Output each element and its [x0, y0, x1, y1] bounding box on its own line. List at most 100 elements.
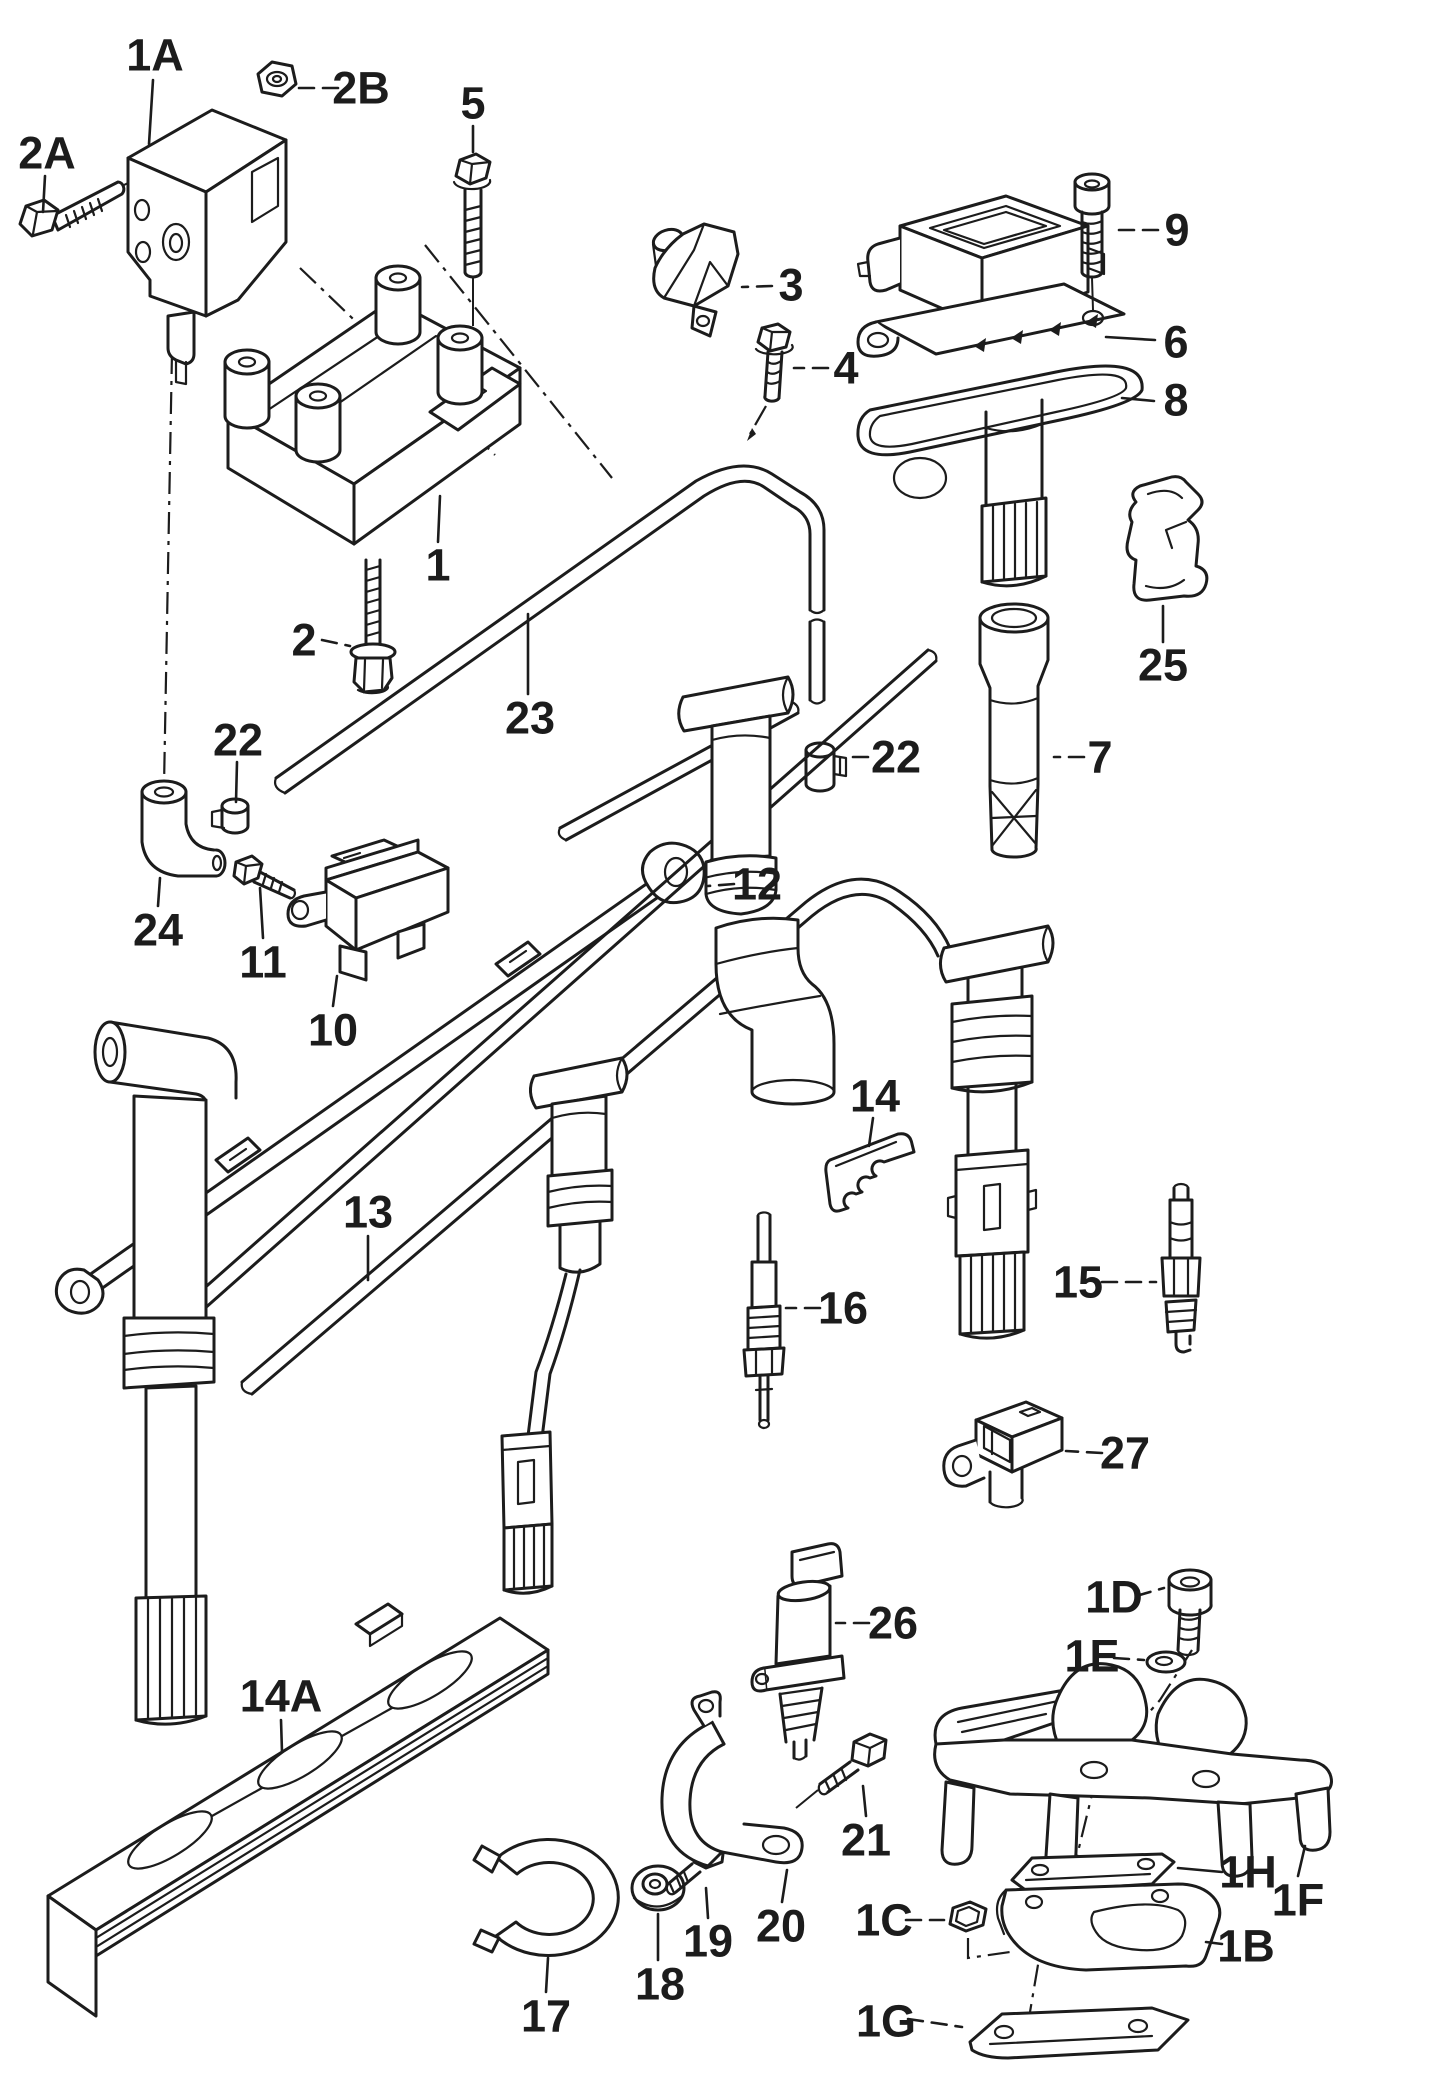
part-plate-1g — [968, 2006, 1190, 2060]
callout-label-10: 10 — [308, 1005, 358, 1056]
callout-label-1H: 1H — [1219, 1847, 1277, 1898]
part-bracket-3 — [651, 222, 740, 338]
part-cable-kit-13 — [93, 648, 1055, 1726]
callout-label-7: 7 — [1087, 732, 1112, 783]
callout-leader-1G — [906, 2017, 964, 2029]
part-elbow-24 — [140, 779, 227, 878]
callout-label-1A: 1A — [126, 30, 184, 81]
part-clip-22-right — [804, 741, 848, 793]
part-bolt-21 — [795, 1732, 888, 1809]
callout-leader-27 — [1064, 1449, 1104, 1455]
part-screw-11 — [232, 854, 296, 900]
part-cap-17 — [472, 1837, 620, 1957]
callout-leader-24 — [156, 876, 162, 908]
callout-leader-6 — [1104, 335, 1157, 342]
callout-label-3: 3 — [778, 260, 803, 311]
callout-leader-2 — [320, 638, 352, 648]
callout-leader-2A — [41, 174, 47, 214]
callout-label-5: 5 — [460, 78, 485, 129]
callout-leader-21 — [861, 1784, 868, 1818]
callout-label-6: 6 — [1163, 317, 1188, 368]
callout-label-21: 21 — [841, 1815, 891, 1866]
callout-label-25: 25 — [1138, 640, 1188, 691]
callout-label-2B: 2B — [332, 63, 390, 114]
callout-label-1D: 1D — [1085, 1572, 1143, 1623]
callout-leader-3 — [740, 284, 774, 289]
callout-label-11: 11 — [239, 937, 287, 988]
callout-label-9: 9 — [1164, 205, 1189, 256]
callout-leader-19 — [704, 1886, 710, 1920]
callout-label-24: 24 — [133, 905, 183, 956]
callout-leader-1B — [1204, 1940, 1224, 1946]
callout-leader-14A — [279, 1718, 284, 1754]
part-bolt-1d — [1167, 1568, 1213, 1657]
callout-leader-1E — [1112, 1656, 1146, 1662]
callout-label-19: 19 — [683, 1916, 733, 1967]
callout-leader-1H — [1176, 1866, 1224, 1874]
callout-leader-1D — [1134, 1586, 1166, 1598]
callout-label-1E: 1E — [1064, 1631, 1119, 1682]
callout-label-23: 23 — [505, 693, 555, 744]
part-clip-25 — [1125, 475, 1209, 602]
callout-leader-12 — [706, 882, 736, 888]
callout-label-1: 1 — [425, 540, 450, 591]
callout-label-15: 15 — [1053, 1257, 1103, 1308]
part-washer-18 — [630, 1864, 686, 1912]
part-element-16 — [742, 1211, 786, 1430]
part-connector-7 — [978, 602, 1050, 859]
part-module-10 — [286, 838, 450, 982]
part-hose-23 — [273, 464, 826, 795]
cable-boot-d — [93, 1020, 238, 1726]
callout-label-26: 26 — [868, 1598, 918, 1649]
part-coil-1a — [126, 108, 288, 386]
callout-label-20: 20 — [756, 1901, 806, 1952]
callout-leader-1F — [1296, 1844, 1307, 1878]
callout-label-2A: 2A — [18, 128, 76, 179]
callout-leader-20 — [780, 1868, 789, 1904]
part-clamp-20 — [660, 1690, 804, 1868]
part-tray-14a — [46, 1602, 550, 2018]
cable-boot-b — [677, 675, 836, 1106]
part-sensor-27 — [942, 1400, 1064, 1509]
callout-label-4: 4 — [833, 343, 858, 394]
part-valve-26 — [750, 1542, 846, 1761]
callout-label-14A: 14A — [240, 1671, 323, 1722]
callout-label-1G: 1G — [856, 1996, 916, 2047]
callout-leader-22a — [234, 760, 239, 804]
cable-boot-right — [939, 924, 1055, 1340]
part-bolt-9 — [1073, 172, 1111, 311]
callout-label-16: 16 — [818, 1283, 868, 1334]
part-coil-1 — [223, 264, 522, 546]
coil-towers — [223, 264, 484, 464]
callout-label-13: 13 — [343, 1187, 393, 1238]
callout-leader-14 — [867, 1116, 875, 1148]
part-holder-14 — [824, 1132, 916, 1213]
callout-label-22a: 22 — [213, 715, 263, 766]
callout-label-14: 14 — [850, 1071, 900, 1122]
callout-label-1B: 1B — [1217, 1921, 1275, 1972]
part-bracket-1f-assembly — [933, 1662, 1333, 1878]
callout-label-1F: 1F — [1272, 1875, 1325, 1926]
callout-label-1C: 1C — [855, 1895, 913, 1946]
callout-leader-1A — [147, 78, 155, 146]
part-bolt-2a — [18, 177, 139, 238]
callout-label-18: 18 — [635, 1959, 685, 2010]
part-coil-6 — [856, 194, 1144, 588]
part-bolt-5 — [452, 152, 492, 326]
part-clip-22-left — [210, 797, 250, 835]
callout-label-17: 17 — [521, 1991, 571, 2042]
callout-leader-8 — [1120, 396, 1156, 403]
part-nut-1c — [948, 1900, 988, 1933]
callout-leader-17 — [544, 1956, 550, 1994]
part-washer-1e — [1145, 1650, 1187, 1674]
callout-leader-1 — [436, 494, 442, 544]
callout-label-22b: 22 — [871, 732, 921, 783]
part-bracket-1b — [995, 1882, 1222, 1972]
callout-label-8: 8 — [1163, 375, 1188, 426]
callout-label-27: 27 — [1100, 1428, 1150, 1479]
part-spark-plug-15 — [1160, 1182, 1202, 1354]
callout-label-12: 12 — [732, 859, 782, 910]
